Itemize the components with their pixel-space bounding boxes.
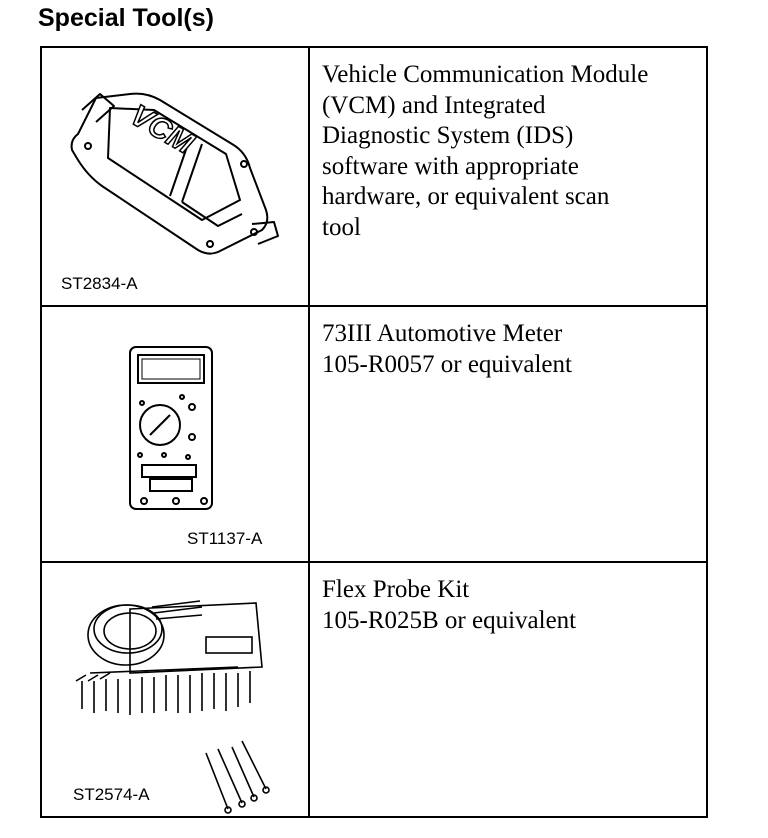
- description-line: 105-R0057 or equivalent: [322, 350, 572, 378]
- tool-code: ST2834-A: [61, 274, 138, 293]
- description-line: tool: [322, 213, 361, 241]
- page-title: Special Tool(s): [38, 4, 214, 32]
- description-line: 73III Automotive Meter: [322, 320, 563, 347]
- special-tools-table: VCM ST2834-A Vehicle Communication Modul…: [40, 46, 708, 818]
- description-line: 105-R025B or equivalent: [322, 606, 577, 634]
- table-row: ST2574-A Flex Probe Kit 105-R025B or equ…: [42, 563, 706, 816]
- flex-probe-kit-illustration: [75, 600, 270, 814]
- vcm-logo-text: VCM: [125, 99, 200, 161]
- description-line: Diagnostic System (IDS): [322, 122, 574, 149]
- description-line: Vehicle Communication Module: [322, 61, 649, 88]
- tool-illustration-cell: VCM ST2834-A: [42, 48, 310, 305]
- tool-description: Vehicle Communication Module (VCM) and I…: [310, 48, 706, 305]
- tool-description: Flex Probe Kit 105-R025B or equivalent: [310, 563, 706, 816]
- tool-illustration-cell: ST1137-A: [42, 307, 310, 561]
- description-line: software with appropriate: [322, 152, 579, 180]
- automotive-meter-illustration: [129, 346, 213, 510]
- description-line: (VCM) and Integrated: [322, 91, 546, 119]
- table-row: ST1137-A 73III Automotive Meter 105-R005…: [42, 307, 706, 563]
- table-row: VCM ST2834-A Vehicle Communication Modul…: [42, 48, 706, 307]
- description-line: Flex Probe Kit: [322, 576, 470, 603]
- tool-code: ST1137-A: [187, 529, 263, 548]
- description-line: hardware, or equivalent scan: [322, 183, 610, 210]
- tool-illustration-cell: ST2574-A: [42, 563, 310, 816]
- vcm-module-illustration: VCM: [70, 92, 279, 255]
- tool-description: 73III Automotive Meter 105-R0057 or equi…: [310, 307, 706, 561]
- tool-code: ST2574-A: [73, 785, 150, 804]
